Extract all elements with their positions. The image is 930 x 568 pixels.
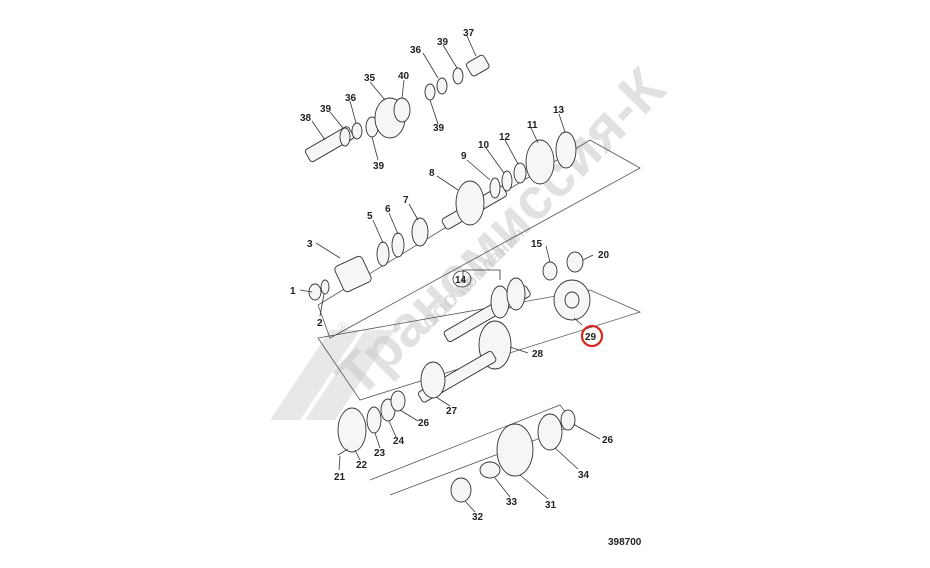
callout-24: 24 (393, 436, 405, 447)
lower-left-parts (337, 350, 497, 456)
washer-39-left (339, 127, 351, 147)
highlight-ring-29 (580, 324, 604, 348)
gear-14-a (490, 285, 510, 319)
callout-9: 9 (461, 151, 467, 162)
callout-22: 22 (356, 460, 368, 471)
washer-39-right (424, 83, 436, 101)
callout-15: 15 (531, 239, 543, 250)
callout-3: 3 (307, 239, 313, 250)
bearing-12 (513, 162, 527, 184)
cover-22 (337, 407, 367, 453)
callout-28: 28 (532, 349, 544, 360)
bearing-32 (450, 477, 472, 503)
bushing-37 (465, 54, 490, 77)
gear-34 (537, 413, 563, 451)
gasket-23 (366, 406, 382, 434)
callout-36-right: 36 (410, 45, 422, 56)
callout-39-d: 39 (437, 37, 449, 48)
gear-14-b (506, 277, 526, 311)
callout-11: 11 (527, 120, 538, 131)
callout-26-right: 26 (602, 435, 614, 446)
cup-7 (411, 217, 429, 247)
bushing-33 (479, 461, 501, 479)
callout-39-b: 39 (373, 161, 385, 172)
watermark-logo-mark (270, 330, 360, 420)
callout-12: 12 (499, 132, 511, 143)
callout-13: 13 (553, 105, 565, 116)
leader-lines (299, 35, 601, 513)
callout-34: 34 (578, 470, 590, 481)
callout-5: 5 (367, 211, 373, 222)
callout-32: 32 (472, 512, 484, 523)
washer-39-top (452, 67, 464, 85)
seal-5 (376, 241, 390, 267)
bearing-10 (501, 170, 513, 192)
gear-8 (455, 180, 485, 226)
gear-31 (496, 423, 534, 477)
callout-21: 21 (334, 472, 346, 483)
callout-36-left: 36 (345, 93, 357, 104)
gear-35-hub (393, 97, 411, 123)
top-cluster-parts (304, 54, 490, 163)
callout-37: 37 (463, 28, 475, 39)
callout-29: 29 (585, 332, 597, 343)
bolt-21 (337, 448, 349, 456)
watermark-registered-mark: ® (338, 319, 349, 335)
gear-13 (555, 131, 577, 169)
callout-27: 27 (446, 406, 458, 417)
yoke-3 (334, 255, 372, 293)
washer-36-right (436, 77, 448, 95)
gear-27 (420, 361, 446, 399)
bearing-26-right (560, 409, 576, 431)
ring-9 (489, 177, 501, 199)
callout-14: 14 (455, 275, 467, 286)
callout-labels: 1 2 3 5 6 7 8 9 10 11 12 13 14 15 20 21 … (290, 28, 614, 523)
watermark-logo-mark-2 (305, 330, 395, 420)
callout-2: 2 (317, 318, 323, 329)
bearing-6 (391, 232, 405, 258)
washer-2 (320, 279, 330, 295)
callout-39-a: 39 (320, 104, 332, 115)
callout-26-left: 26 (418, 418, 430, 429)
callout-23: 23 (374, 448, 386, 459)
callout-35: 35 (364, 73, 376, 84)
bearing-26-left (390, 390, 406, 412)
callout-10: 10 (478, 140, 490, 151)
nut-1 (308, 283, 322, 301)
upper-shaft-parts (334, 131, 577, 293)
callout-39-c: 39 (433, 123, 445, 134)
ring-20 (566, 251, 584, 273)
callout-20: 20 (598, 250, 610, 261)
middle-shaft-parts (443, 251, 591, 370)
callout-14-ring (452, 270, 472, 288)
callout-8: 8 (429, 168, 435, 179)
callout-1: 1 (290, 286, 296, 297)
hub-29-bore (564, 291, 580, 309)
callout-31: 31 (545, 500, 557, 511)
callout-40: 40 (398, 71, 410, 82)
ring-15 (542, 261, 558, 281)
washer-36-left (351, 122, 363, 140)
callout-7: 7 (403, 195, 409, 206)
callout-38: 38 (300, 113, 312, 124)
callout-33: 33 (506, 497, 518, 508)
gear-11 (525, 139, 555, 185)
drawing-number: 398700 (608, 537, 642, 548)
callout-6: 6 (385, 204, 391, 215)
bottom-parts (450, 409, 576, 503)
